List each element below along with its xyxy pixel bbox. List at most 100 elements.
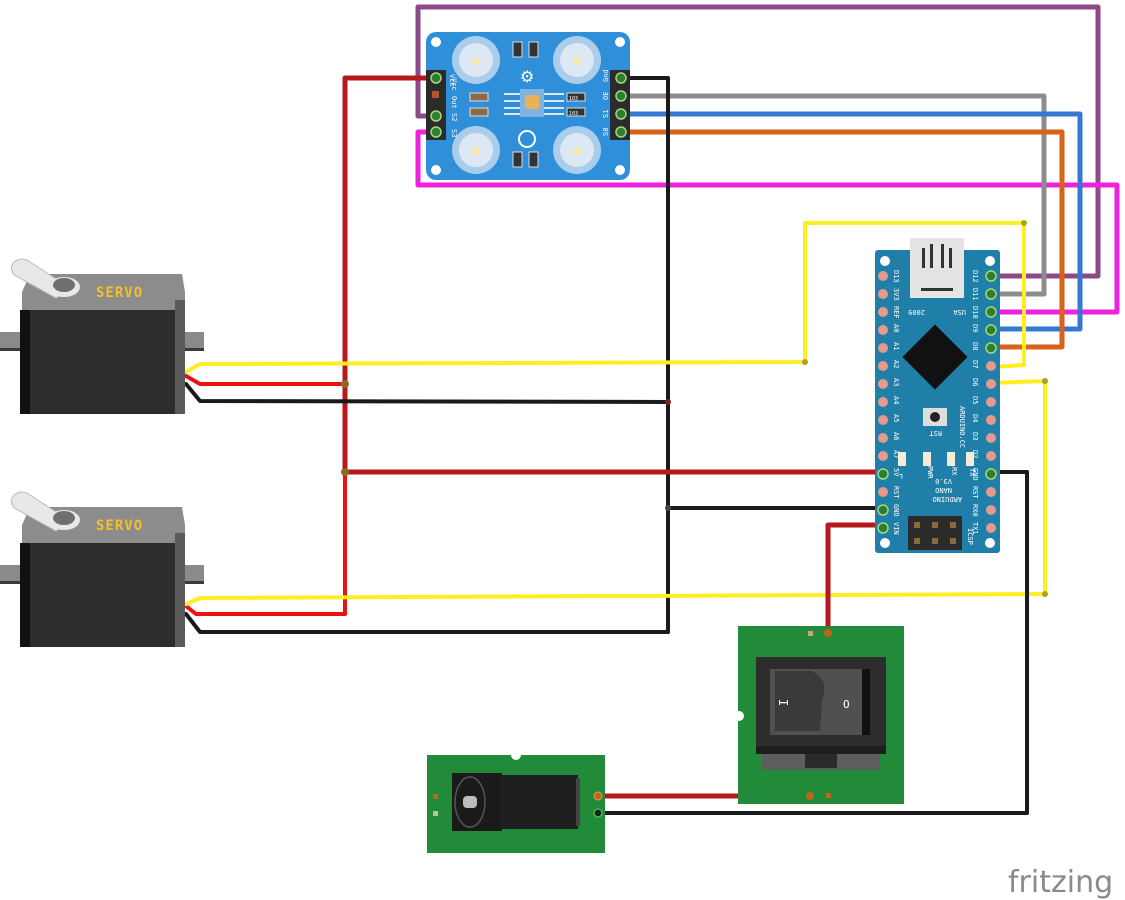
status-leds: [898, 452, 974, 466]
pin-label-oe: OE: [602, 92, 610, 100]
mounting-hole: [985, 538, 995, 548]
mounting-hole: [431, 37, 441, 47]
smd-resistors: 103 103: [469, 41, 586, 168]
wire-yellow-servo1-d7[interactable]: [184, 221, 1026, 374]
arduino-pin-rst[interactable]: [878, 487, 888, 497]
arduino-pin-label: A2: [892, 360, 900, 368]
arduino-pin-label: D3: [971, 432, 979, 440]
wire-gray-oe-d11[interactable]: [619, 93, 1047, 297]
pin-s2[interactable]: [430, 110, 442, 122]
arduino-pin-d9[interactable]: [985, 324, 997, 336]
rocker-switch[interactable]: I O: [734, 626, 904, 804]
arduino-nano[interactable]: RST L PWR RX TX ARDUINO NANO V3.0 ARDUIN…: [875, 238, 1000, 553]
arduino-pin-rx0[interactable]: [986, 505, 996, 515]
pin-oe[interactable]: [615, 90, 627, 102]
pin-s0[interactable]: [615, 126, 627, 138]
led-label-l: L: [899, 472, 903, 480]
wire-orange-s0-d8[interactable]: [619, 129, 1065, 350]
pad: [808, 631, 813, 636]
wire-red-vin-switch[interactable]: [825, 522, 885, 636]
arduino-pin-tx1[interactable]: [986, 523, 996, 533]
arduino-pin-a4[interactable]: [878, 397, 888, 407]
jack-pin-negative[interactable]: [593, 808, 603, 818]
arduino-pin-d11[interactable]: [985, 288, 997, 300]
arduino-pin-rst[interactable]: [986, 487, 996, 497]
switch-pin-bottom[interactable]: [806, 792, 814, 800]
arduino-pin-d2[interactable]: [986, 451, 996, 461]
arduino-pin-d3[interactable]: [986, 433, 996, 443]
pin-s1[interactable]: [615, 108, 627, 120]
junction-dot: [802, 359, 808, 365]
arduino-pin-3v3[interactable]: [878, 289, 888, 299]
mounting-hole: [431, 165, 441, 175]
pad: [433, 811, 438, 816]
color-sensor-module[interactable]: 103 103 ⚙ Vcc Vcc Out S2 S3 Gnd OE: [426, 32, 630, 180]
arduino-pin-gnd[interactable]: [985, 468, 997, 480]
arduino-pin-d12[interactable]: [985, 270, 997, 282]
wire-black-servo1-gnd[interactable]: [184, 382, 670, 404]
arduino-pin-a2[interactable]: [878, 361, 888, 371]
arduino-pin-5v[interactable]: [877, 468, 889, 480]
wire-black-servo2-gnd[interactable]: [184, 612, 670, 634]
wire-magenta-s3-d10[interactable]: [415, 129, 1120, 315]
wire-black-sensor-gnd[interactable]: [620, 76, 670, 634]
servo-motor-2[interactable]: SERVO: [0, 491, 204, 647]
pin-vcc[interactable]: [430, 72, 442, 84]
jack-pin-positive[interactable]: [593, 791, 603, 801]
junction-dot: [341, 468, 349, 476]
arduino-pin-vin[interactable]: [877, 522, 889, 534]
pin-label-s1: S1: [602, 110, 610, 118]
arduino-pin-label: A3: [892, 378, 900, 386]
arduino-pin-label: D5: [971, 396, 979, 404]
arduino-pin-label: D12: [971, 270, 979, 283]
arduino-pin-gnd[interactable]: [877, 504, 889, 516]
pad: [433, 794, 438, 799]
pin-gnd[interactable]: [615, 72, 627, 84]
jack-opening: [454, 776, 486, 828]
svg-text:103: 103: [569, 96, 578, 102]
arduino-pin-a3[interactable]: [878, 379, 888, 389]
arduino-pin-a1[interactable]: [878, 343, 888, 353]
arduino-pin-d4[interactable]: [986, 415, 996, 425]
arduino-pin-label: D4: [971, 414, 979, 422]
wire-black-jack-gnd[interactable]: [596, 470, 1029, 815]
sensor-left-header: [426, 70, 446, 140]
wire-red-sensor-vcc[interactable]: [342, 75, 435, 475]
arduino-pin-label: A1: [892, 342, 900, 350]
servo-shaft-cap: [53, 511, 75, 525]
arduino-pin-label: D6: [971, 378, 979, 386]
arduino-pin-d10[interactable]: [985, 306, 997, 318]
junction-dot: [1042, 591, 1048, 597]
junction-dot: [1042, 378, 1048, 384]
dc-barrel-jack[interactable]: [427, 750, 605, 853]
arduino-pin-a0[interactable]: [878, 325, 888, 335]
wire-red-servo1-power[interactable]: [184, 374, 347, 386]
servo-motor-1[interactable]: SERVO: [0, 258, 204, 414]
arduino-pin-a6[interactable]: [878, 433, 888, 443]
arduino-pin-label: D11: [971, 288, 979, 301]
arduino-pin-label: D2: [971, 450, 979, 458]
led-icon: [452, 36, 500, 84]
arduino-pin-d5[interactable]: [986, 397, 996, 407]
plug-logo-icon: [518, 130, 536, 148]
arduino-pin-label: A7: [892, 450, 900, 458]
arduino-pin-ref[interactable]: [878, 307, 888, 317]
switch-pin-top[interactable]: [824, 629, 832, 637]
arduino-pin-d8[interactable]: [985, 342, 997, 354]
arduino-pin-d7[interactable]: [986, 361, 996, 371]
junction-dot: [1021, 220, 1027, 226]
arduino-pin-label: 5V: [892, 468, 900, 477]
wire-red-servo2-power[interactable]: [184, 470, 347, 616]
mounting-hole: [615, 165, 625, 175]
arduino-pin-a5[interactable]: [878, 415, 888, 425]
icsp-header[interactable]: [908, 516, 962, 550]
arduino-pin-d6[interactable]: [986, 379, 996, 389]
arduino-pin-d13[interactable]: [878, 271, 888, 281]
wire-blue-s1-d9[interactable]: [619, 111, 1083, 332]
brand-label: ARDUINO.CC: [958, 406, 966, 448]
arduino-pin-a7[interactable]: [878, 451, 888, 461]
rocker-on-side: [775, 671, 825, 731]
pin-s3[interactable]: [430, 126, 442, 138]
pin-out[interactable]: [432, 91, 439, 98]
